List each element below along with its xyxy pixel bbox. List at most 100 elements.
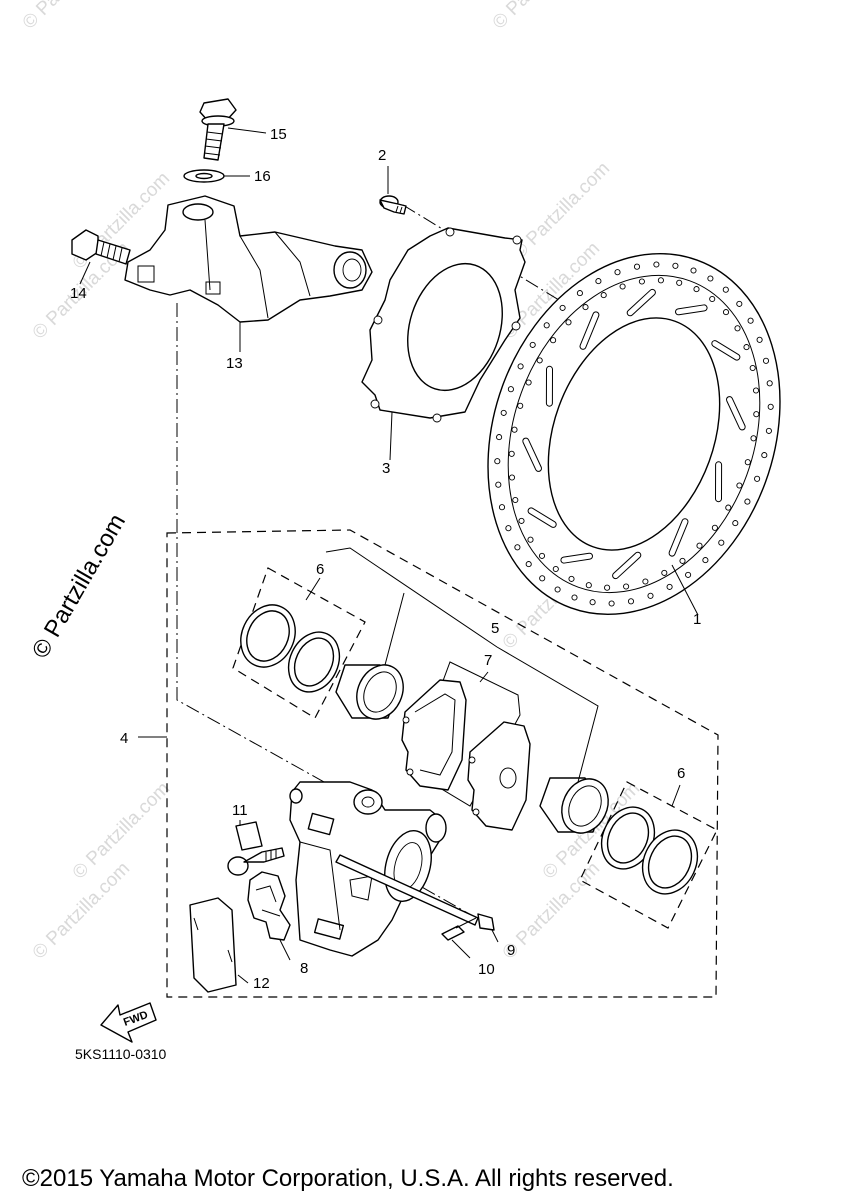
copyright-notice: ©2015 Yamaha Motor Corporation, U.S.A. A… (22, 1165, 674, 1192)
disc-drill-hole (518, 517, 525, 524)
disc-drill-hole (666, 583, 673, 590)
disc-drill-hole (750, 435, 757, 442)
bleed-screw-icon (227, 821, 285, 876)
disc-drill-hole (614, 269, 621, 276)
disc-drill-hole (752, 387, 760, 394)
disc-drill-hole (552, 565, 559, 573)
disc-drill-hole (633, 263, 641, 270)
disc-drill-hole (525, 561, 532, 568)
callout-6: 6 (316, 561, 324, 578)
disc-drill-hole (707, 275, 714, 282)
disc-drill-hole (642, 578, 649, 585)
disc-drill-hole (734, 325, 741, 332)
disc-drill-hole (529, 341, 536, 348)
callout-2: 2 (378, 147, 386, 164)
piston-seal-kit-icon (240, 604, 341, 693)
disc-drill-hole (512, 496, 519, 504)
disc-drill-hole (702, 557, 709, 564)
pad-spring-icon (247, 871, 291, 941)
callout-13: 13 (226, 355, 243, 372)
alignment-line (176, 303, 334, 788)
disc-drill-hole (744, 459, 751, 466)
disc-drill-hole (585, 582, 592, 589)
disc-cover-plate-icon (361, 227, 526, 423)
disc-drill-hole (696, 542, 703, 549)
disc-vent-slot (613, 552, 641, 579)
disc-vent-slot (627, 289, 655, 316)
flange-bolt-icon (199, 98, 237, 161)
bracket-bolt-icon (71, 229, 131, 265)
disc-drill-hole (722, 286, 729, 293)
clip-icon (441, 917, 477, 941)
disc-drill-hole (527, 536, 534, 543)
disc-drill-hole (511, 426, 518, 433)
disc-drill-hole (623, 583, 630, 590)
disc-drill-hole (753, 411, 760, 418)
callout-11: 11 (232, 802, 248, 819)
disc-drill-hole (736, 482, 743, 489)
callout-8: 8 (300, 960, 308, 977)
callout-1: 1 (693, 611, 701, 628)
disc-vent-slot (712, 341, 740, 360)
disc-drill-hole (536, 357, 543, 364)
disc-drill-hole (500, 409, 507, 416)
diagram-code: 5KS1110-0310 (75, 1046, 167, 1062)
disc-drill-hole (743, 344, 750, 351)
disc-drill-hole (766, 380, 773, 387)
disc-drill-hole (761, 452, 768, 459)
disc-drill-hole (744, 498, 751, 505)
disc-drill-hole (576, 290, 583, 297)
disc-drill-hole (627, 598, 635, 605)
callout-labels: 1 2 3 4 5 6 6 7 8 9 10 11 12 13 14 15 16 (70, 126, 701, 992)
washer-icon (183, 169, 225, 183)
brake-pad-icon (401, 679, 467, 791)
disc-drill-hole (754, 475, 761, 482)
disc-drill-hole (693, 286, 700, 293)
disc-drill-hole (638, 278, 645, 285)
disc-drill-hole (498, 504, 506, 511)
disc-drill-hole (517, 402, 524, 409)
piston-seal-kit-icon (600, 806, 699, 895)
disc-vent-slot (669, 519, 688, 556)
disc-vent-slot (727, 397, 745, 430)
disc-vent-slot (676, 305, 707, 315)
disc-drill-hole (722, 309, 730, 316)
callout-4: 4 (120, 730, 128, 747)
disc-drill-hole (538, 552, 546, 559)
callout-10: 10 (478, 961, 495, 978)
disc-drill-hole (507, 386, 514, 393)
callout-3: 3 (382, 460, 390, 477)
disc-drill-hole (608, 600, 615, 607)
disc-drill-hole (517, 363, 524, 370)
disc-vent-slot (580, 312, 599, 349)
callout-5: 5 (491, 620, 499, 637)
brake-pad-icon (467, 721, 531, 831)
partzilla-watermark: © Partzilla.com (27, 509, 131, 663)
disc-drill-hole (496, 434, 503, 441)
disc-vent-slot (561, 553, 592, 563)
callout-6: 6 (677, 765, 685, 782)
alignment-line (359, 851, 481, 921)
disc-drill-hole (600, 292, 607, 299)
disc-drill-hole (718, 539, 725, 546)
piston-icon (335, 664, 404, 720)
disc-drill-hole (543, 322, 550, 329)
callout-7: 7 (484, 652, 492, 669)
piston-icon (539, 777, 609, 834)
disc-drill-hole (508, 450, 515, 457)
disc-drill-hole (554, 586, 561, 593)
disc-drill-hole (571, 594, 578, 601)
disc-drill-hole (756, 336, 763, 343)
disc-drill-hole (582, 304, 589, 311)
callout-9: 9 (507, 942, 515, 959)
disc-drill-hole (505, 525, 512, 532)
disc-drill-hole (514, 544, 521, 551)
disc-drill-hole (494, 458, 501, 465)
disc-vent-slot (528, 508, 556, 527)
disc-drill-hole (539, 575, 546, 582)
disc-drill-hole (559, 304, 566, 311)
watermark: © Partzilla.com (489, 0, 594, 34)
disc-drill-hole (565, 319, 572, 326)
caliper-assembly-boundary (166, 529, 719, 998)
